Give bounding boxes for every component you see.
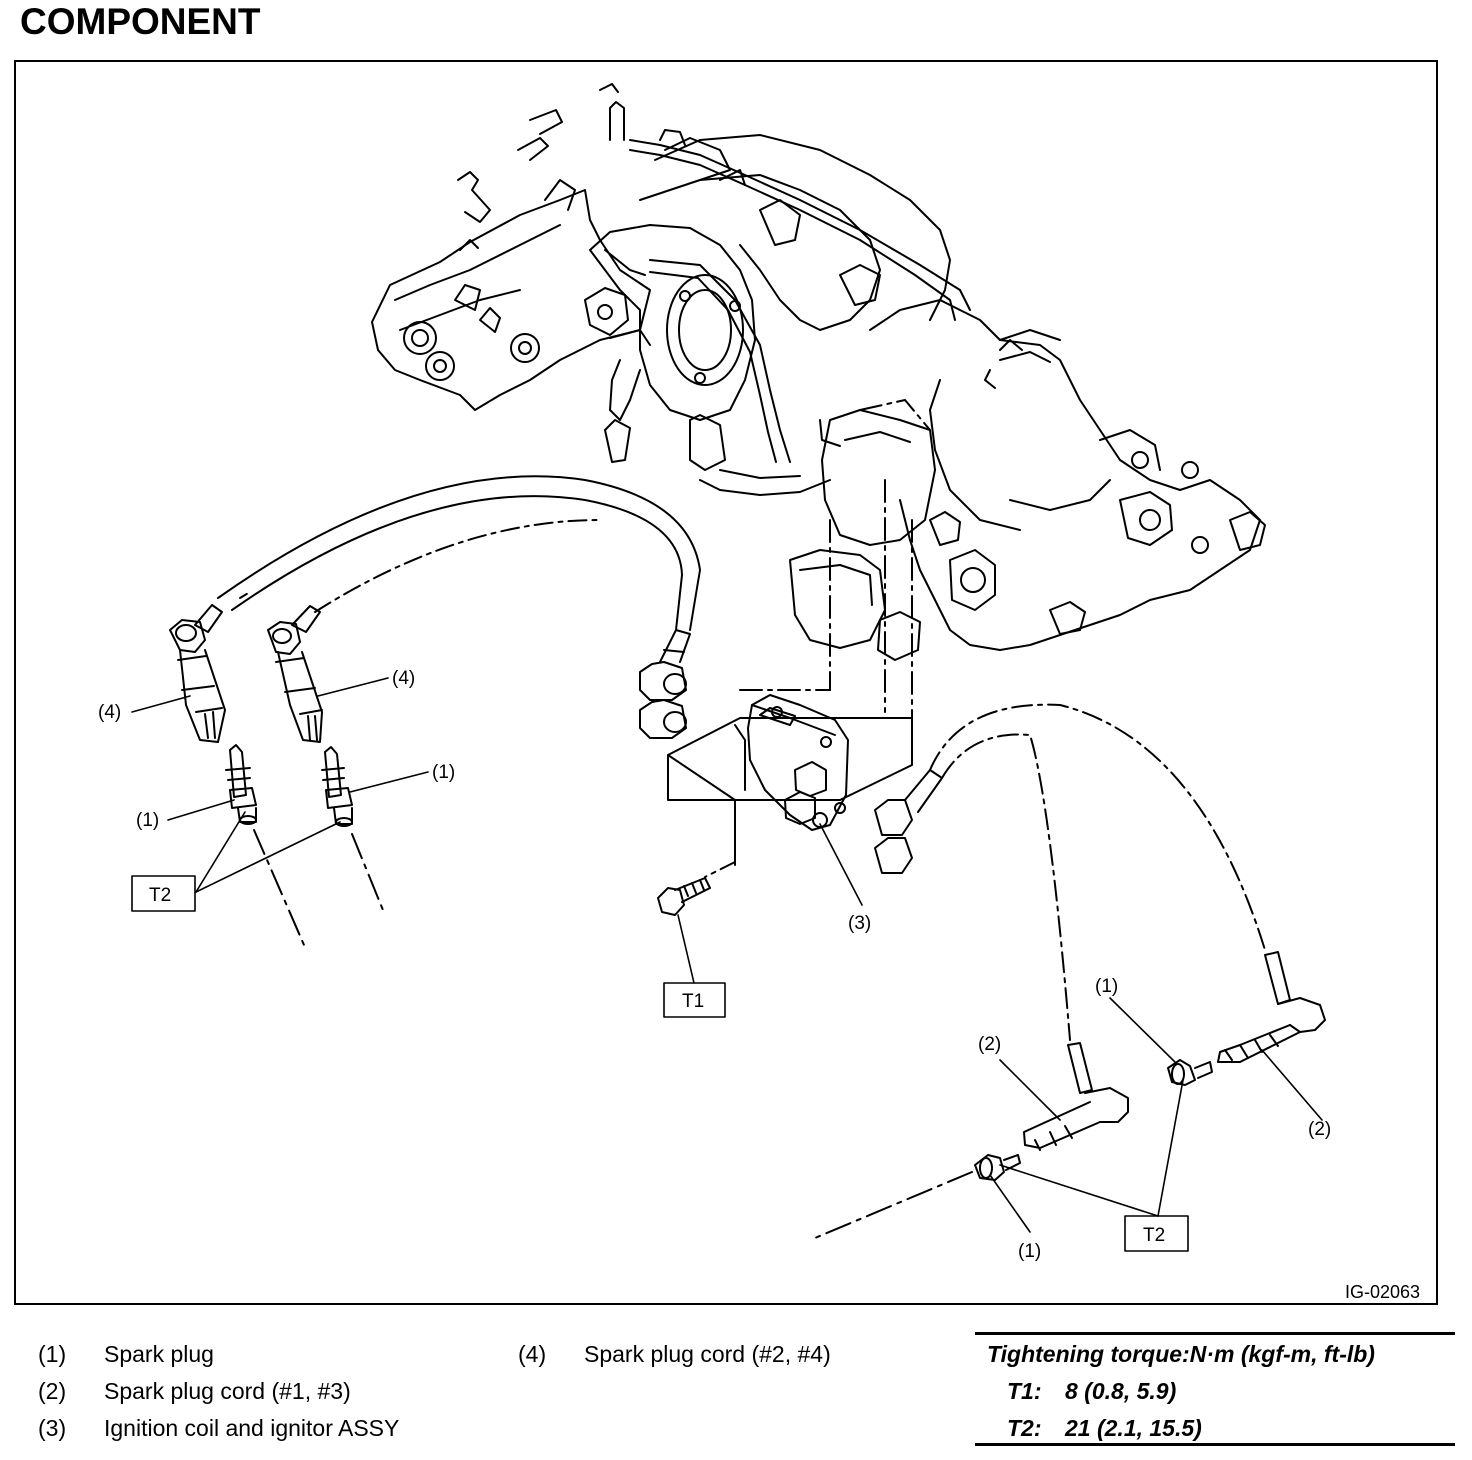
t2-box-right — [1124, 1215, 1189, 1252]
callout-label: (4) — [392, 668, 415, 689]
ignition-coil-assy — [667, 399, 931, 866]
legend-text: Ignition coil and ignitor ASSY — [104, 1415, 400, 1441]
page-title: COMPONENT — [20, 1, 261, 42]
cord-2-4-left — [169, 475, 701, 743]
callout-label: (1) — [432, 762, 455, 783]
legend-number: (2) — [38, 1378, 67, 1404]
component-illustration: (4) (4) (1) (1) T2 (3) T1 (1) (2) (2) (1… — [98, 83, 1420, 1302]
cord-2-4-right — [267, 519, 601, 743]
coil-terminal-boots — [639, 629, 943, 874]
spark-plug-left-1 — [225, 744, 305, 946]
torque-key: T2: — [1007, 1415, 1042, 1441]
spark-plug-right-2 — [814, 1154, 1021, 1239]
torque-value: 8 (0.8, 5.9) — [1065, 1378, 1177, 1404]
t2-box-left — [131, 875, 196, 912]
t2-label-right: T2 — [1143, 1225, 1165, 1246]
t1-label: T1 — [682, 991, 704, 1012]
spark-plug-left-2 — [321, 746, 386, 916]
callout-leaders — [131, 677, 1323, 1233]
legend-number: (4) — [518, 1341, 547, 1367]
torque-title: Tightening torque:N·m (kgf-m, ft-lb) — [987, 1341, 1375, 1367]
callout-label: (1) — [1018, 1241, 1041, 1262]
torque-key: T1: — [1007, 1378, 1042, 1404]
callout-label: (1) — [136, 810, 159, 831]
coil-bolt — [657, 861, 736, 916]
torque-value: 21 (2.1, 15.5) — [1065, 1415, 1202, 1441]
legend-number: (3) — [38, 1415, 67, 1441]
legend-text: Spark plug — [104, 1341, 214, 1367]
callout-label: (1) — [1095, 976, 1118, 997]
figure-frame — [14, 60, 1438, 1305]
cord-1-3-right — [929, 703, 1326, 1151]
legend-text: Spark plug cord (#1, #3) — [104, 1378, 351, 1404]
t2-label-left: T2 — [149, 885, 171, 906]
callout-label: (2) — [978, 1034, 1001, 1055]
spark-plug-right-1 — [1167, 1059, 1213, 1086]
callout-label: (3) — [848, 913, 871, 934]
figure-id: IG-02063 — [1345, 1282, 1420, 1302]
legend-text: Spark plug cord (#2, #4) — [584, 1341, 831, 1367]
torque-row-t2: T2: 21 (2.1, 15.5) — [1007, 1415, 1202, 1442]
intake-manifold-drawing — [371, 83, 1266, 661]
t1-box — [663, 982, 726, 1018]
callout-label: (2) — [1308, 1119, 1331, 1140]
legend-number: (1) — [38, 1341, 67, 1367]
torque-table: Tightening torque:N·m (kgf-m, ft-lb) T1:… — [975, 1332, 1455, 1446]
callout-label: (4) — [98, 702, 121, 723]
torque-row-t1: T1: 8 (0.8, 5.9) — [1007, 1378, 1176, 1405]
